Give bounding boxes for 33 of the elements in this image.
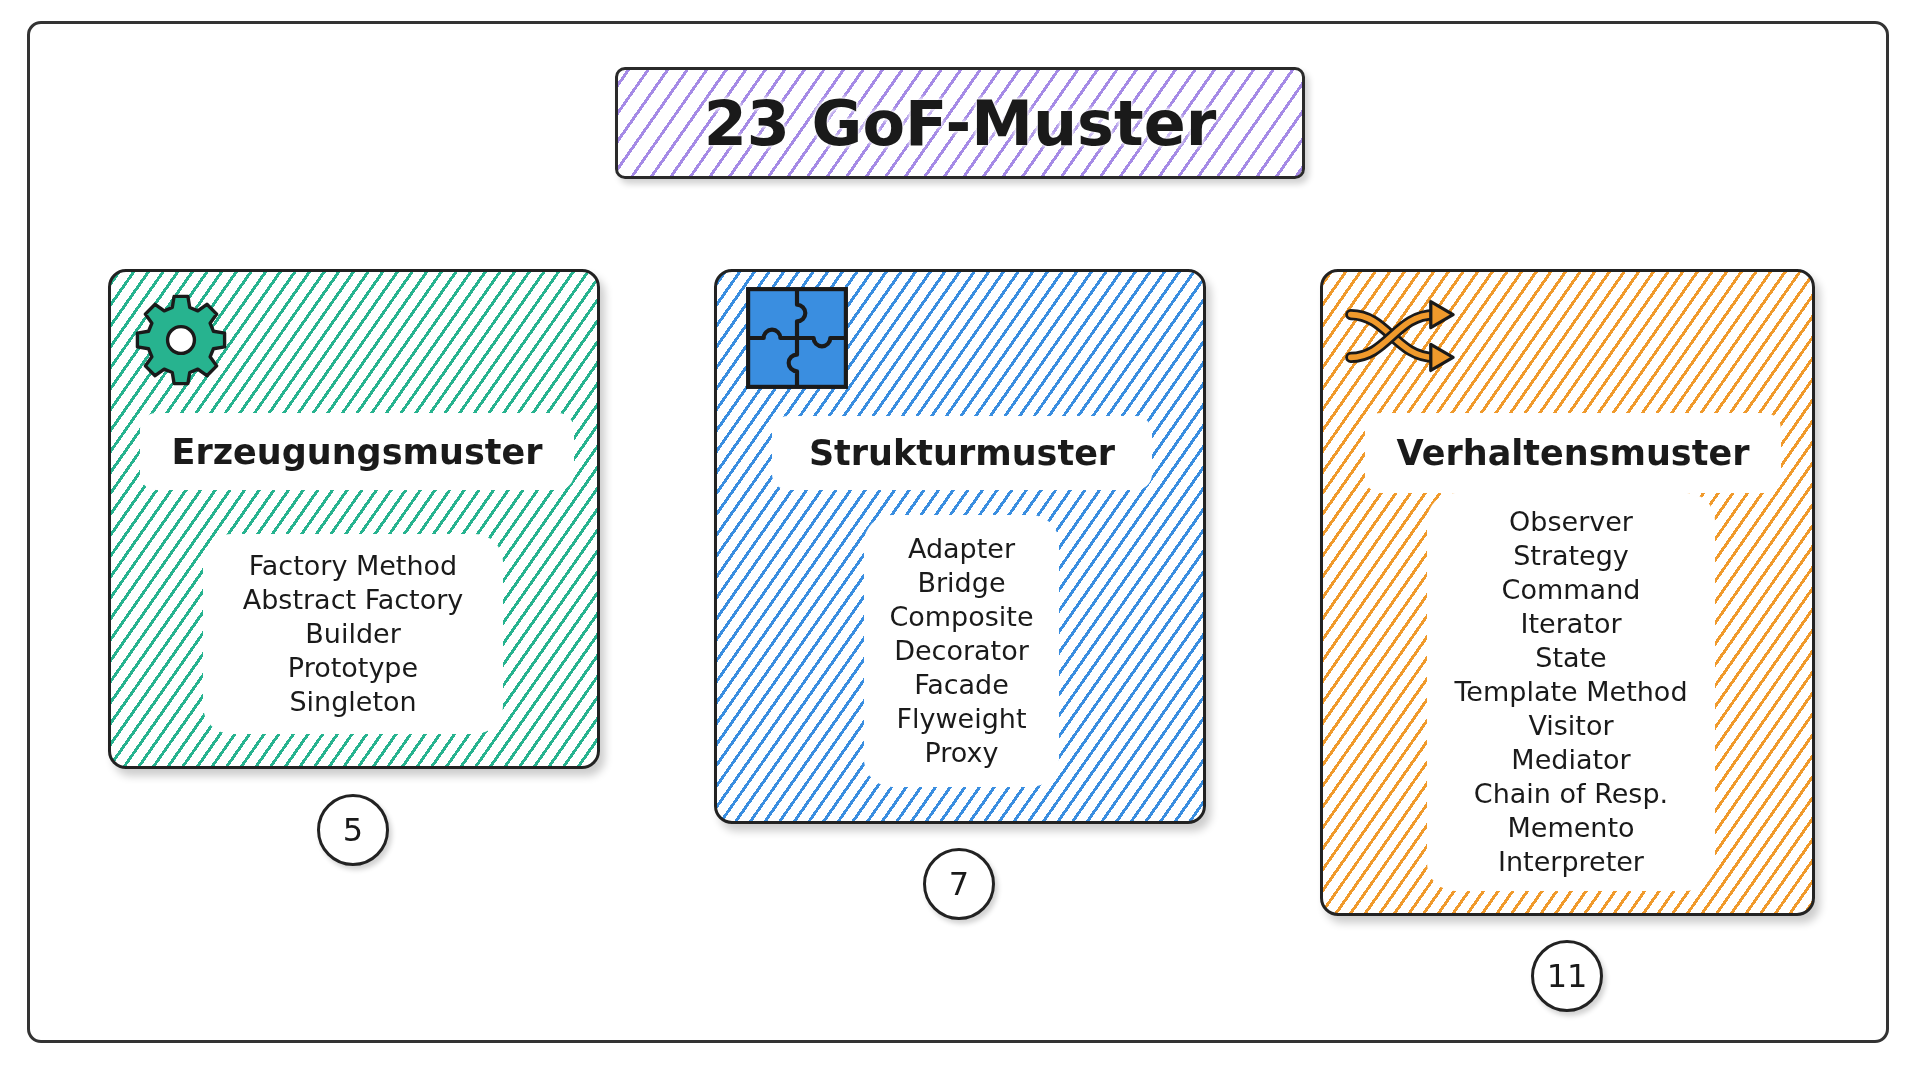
pattern-name: Chain of Resp.	[1473, 777, 1669, 811]
pattern-name: Singleton	[289, 685, 417, 719]
pattern-name: Factory Method	[248, 549, 458, 583]
category-heading: Strukturmuster	[772, 416, 1152, 490]
pattern-name: Proxy	[924, 736, 999, 770]
category-heading: Erzeugungsmuster	[140, 413, 574, 490]
count-circle: 7	[923, 848, 995, 920]
pattern-name: Strategy	[1513, 539, 1629, 573]
count-circle: 5	[317, 794, 389, 866]
pattern-name: Observer	[1509, 505, 1633, 539]
pattern-name: Facade	[914, 668, 1009, 702]
pattern-name: Mediator	[1511, 743, 1631, 777]
pattern-name: State	[1535, 641, 1607, 675]
pattern-name: Builder	[305, 617, 401, 651]
pattern-name: Flyweight	[896, 702, 1027, 736]
pattern-name: Template Method	[1454, 675, 1688, 709]
pattern-name: Command	[1501, 573, 1641, 607]
pattern-name: Memento	[1507, 811, 1635, 845]
pattern-name: Decorator	[894, 634, 1029, 668]
count-circle: 11	[1531, 940, 1603, 1012]
pattern-name: Iterator	[1520, 607, 1622, 641]
category-card	[108, 269, 600, 769]
pattern-name: Abstract Factory	[242, 583, 464, 617]
title-banner: 23 GoF-Muster	[615, 67, 1305, 179]
pattern-name: Adapter	[907, 532, 1016, 566]
category-card	[714, 269, 1206, 824]
pattern-name: Bridge	[917, 566, 1006, 600]
pattern-name: Prototype	[287, 651, 419, 685]
pattern-name: Composite	[889, 600, 1034, 634]
pattern-name: Interpreter	[1498, 845, 1644, 879]
category-heading: Verhaltensmuster	[1365, 413, 1781, 493]
category-card	[1320, 269, 1815, 916]
pattern-name: Visitor	[1528, 709, 1614, 743]
